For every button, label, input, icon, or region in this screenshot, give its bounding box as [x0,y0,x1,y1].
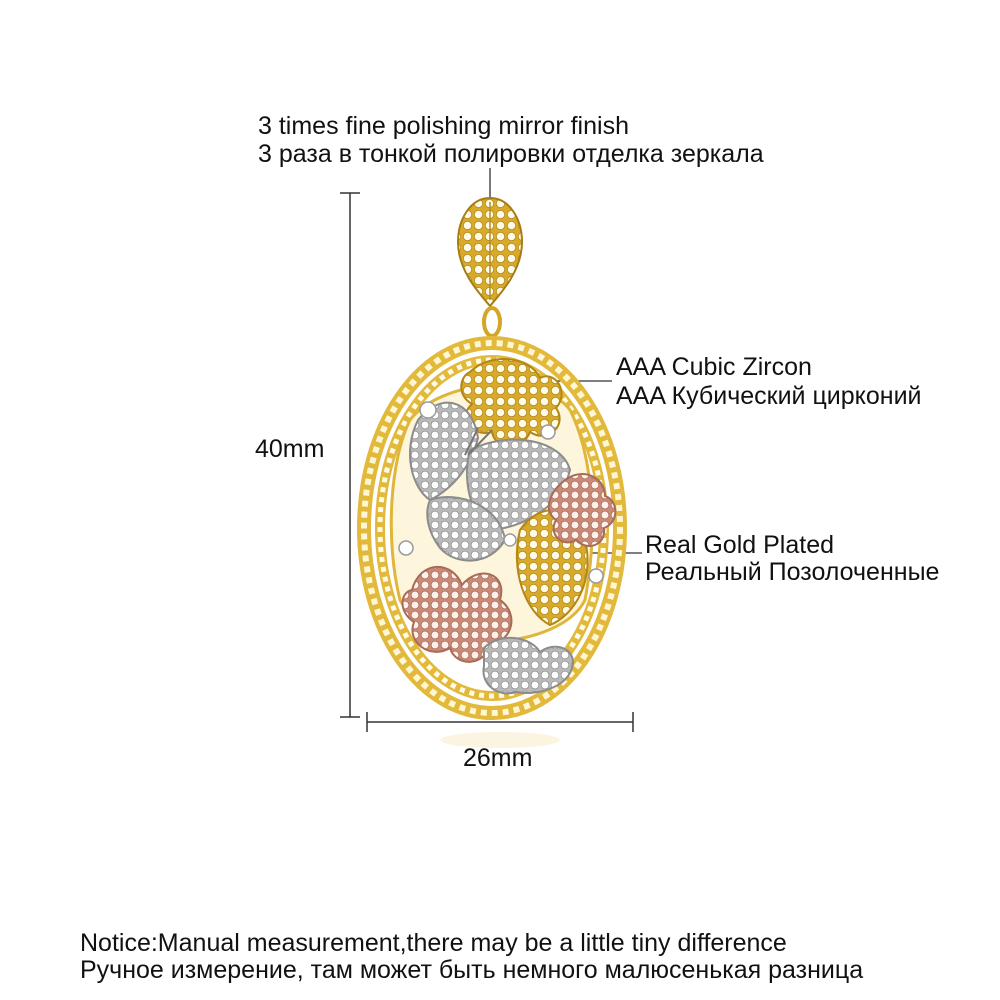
gold-label-ru: Реальный Позолоченные [645,558,940,586]
notice-en: Notice:Manual measurement,there may be a… [80,929,787,957]
pendant-bail [456,196,524,308]
zircon-label-en: AAA Cubic Zircon [616,353,812,381]
height-dimension-line [340,192,360,718]
zircon-label-ru: AAA Кубический цирконий [616,382,922,410]
accent-stones [398,401,604,584]
polish-label-en: 3 times fine polishing mirror finish [258,112,629,140]
silver-butterfly [409,401,572,562]
width-dimension-line [366,712,634,732]
rose-flower-right [547,473,617,547]
gold-label-en: Real Gold Plated [645,531,835,559]
silver-butterfly-bottom [482,636,574,695]
height-dimension-label: 40mm [255,435,325,463]
polish-label-ru: 3 раза в тонкой полировки отделка зеркал… [258,140,764,168]
notice-ru: Ручное измерение, там может быть немного… [80,956,864,984]
pendant-jump-ring [482,306,502,338]
width-dimension-label: 26mm [463,744,533,772]
gold-flower-top [460,358,563,448]
pendant-reflection [440,732,560,748]
